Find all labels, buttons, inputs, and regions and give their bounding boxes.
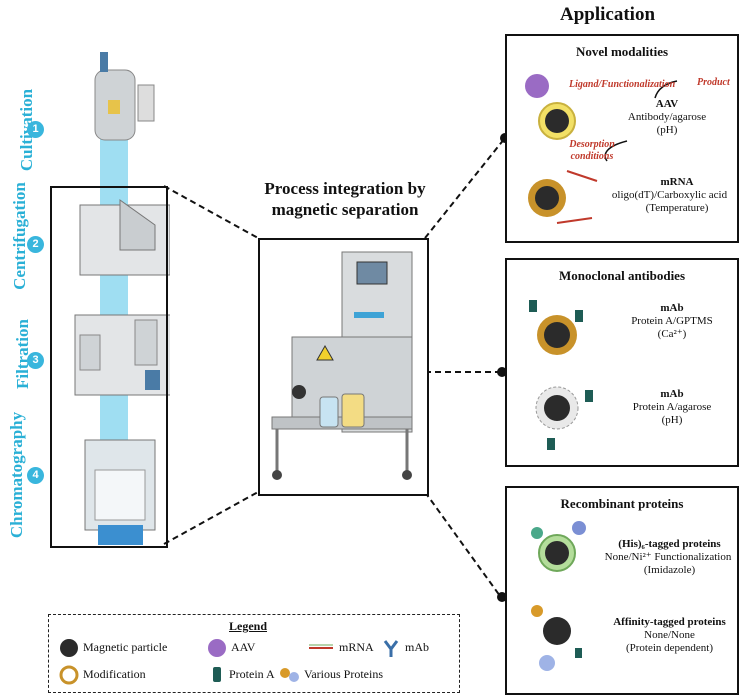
aff-name: Affinity-tagged proteins (613, 616, 726, 628)
legend-box: Legend Magnetic particle AAV mRNA mAb Mo… (48, 614, 460, 693)
his-name: (His)₆-tagged proteins (618, 538, 721, 550)
step-number-1: 1 (27, 121, 44, 138)
novel-modalities-title: Novel modalities (575, 44, 669, 59)
novel-modalities-box: Novel modalities Ligand/Functionalizatio… (505, 34, 739, 243)
legend-icons (59, 639, 399, 685)
his-ligand: None/Ni²⁺ Functionalization (604, 551, 732, 563)
center-title-line2: magnetic separation (271, 200, 419, 219)
aav-ligand: Antibody/agarose (627, 111, 707, 123)
monoclonal-antibodies-box: Monoclonal antibodies mAb Protein A/GPTM… (505, 258, 739, 467)
legend-mab: mAb (405, 640, 429, 654)
legend-various-proteins: Various Proteins (304, 667, 383, 681)
desorption-label-2: conditions (570, 151, 614, 162)
aav-condition: (pH) (656, 124, 678, 136)
process-column-illustration (74, 52, 170, 545)
step-number-4: 4 (27, 467, 44, 484)
mab-a-ligand: Protein A/GPTMS (631, 315, 713, 327)
legend-title: Legend (229, 619, 268, 633)
desorption-label-1: Desorption (569, 139, 615, 150)
mrna-name: mRNA (660, 176, 694, 188)
aff-ligand: None/None (644, 629, 695, 641)
step-number-3: 3 (27, 352, 44, 369)
mab-illustration (529, 300, 593, 450)
recombinant-proteins-box: Recombinant proteins (His)₆-tagged prote… (505, 486, 739, 695)
product-label: Product (697, 77, 730, 88)
application-title: Application (560, 4, 656, 25)
mab-a-name: mAb (660, 302, 684, 314)
aav-name: AAV (655, 98, 679, 110)
legend-protein-a: Protein A (229, 667, 275, 681)
magnetic-separation-device (271, 251, 413, 480)
novel-modalities-illustration (525, 74, 678, 224)
mab-a-condition: (Ca²⁺) (657, 328, 687, 340)
mab-b-condition: (pH) (661, 414, 683, 426)
legend-magnetic-particle: Magnetic particle (83, 640, 168, 654)
legend-mrna: mRNA (339, 640, 374, 654)
center-title-line1: Process integration by (264, 179, 426, 198)
center-title: Process integration by magnetic separati… (240, 178, 450, 220)
legend-modification: Modification (83, 667, 146, 681)
step-number-2: 2 (27, 236, 44, 253)
recombinant-illustration (531, 521, 586, 671)
monoclonal-antibodies-title: Monoclonal antibodies (558, 268, 686, 283)
aff-condition: (Protein dependent) (625, 642, 714, 654)
integration-bracket-box (50, 186, 168, 548)
mrna-ligand: oligo(dT)/Carboxylic acid (611, 189, 728, 201)
his-condition: (Imidazole) (643, 564, 696, 576)
mab-b-name: mAb (660, 388, 684, 400)
recombinant-proteins-title: Recombinant proteins (560, 496, 684, 511)
mrna-condition: (Temperature) (645, 202, 709, 214)
legend-aav: AAV (231, 640, 256, 654)
mab-b-ligand: Protein A/agarose (632, 401, 712, 413)
ligand-functionalization-label: Ligand/Functionalization (569, 79, 676, 90)
